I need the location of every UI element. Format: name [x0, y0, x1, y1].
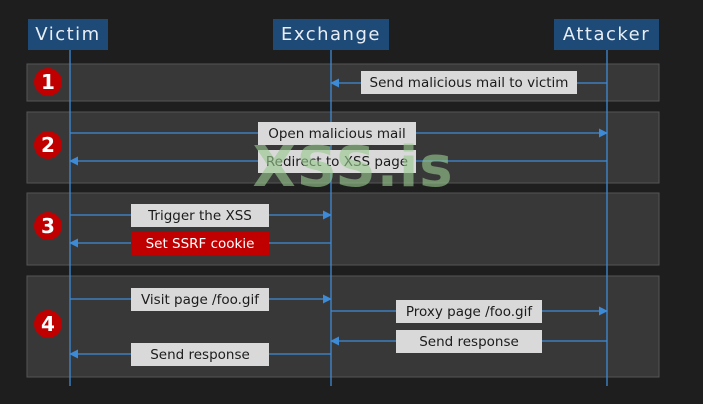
message-send-malicious-mail: Send malicious mail to victim: [361, 71, 577, 94]
section-number-4: 4: [34, 310, 62, 338]
section-4-panel: [26, 275, 660, 378]
message-visit-page: Visit page /foo.gif: [131, 288, 269, 311]
message-send-response-victim: Send response: [131, 343, 269, 366]
message-proxy-page: Proxy page /foo.gif: [396, 300, 542, 323]
message-send-response-attacker: Send response: [396, 330, 542, 353]
section-number-2: 2: [34, 131, 62, 159]
message-redirect-xss: Redirect to XSS page: [258, 150, 416, 173]
actor-exchange: Exchange: [273, 19, 389, 50]
actor-victim: Victim: [28, 19, 108, 50]
message-open-malicious-mail: Open malicious mail: [258, 122, 416, 145]
section-number-3: 3: [34, 212, 62, 240]
section-number-1: 1: [34, 68, 62, 96]
message-set-ssrf-cookie: Set SSRF cookie: [131, 232, 269, 255]
actor-attacker: Attacker: [554, 19, 659, 50]
section-3-panel: [26, 192, 660, 266]
message-trigger-xss: Trigger the XSS: [131, 204, 269, 227]
sections-layer: [26, 63, 660, 378]
